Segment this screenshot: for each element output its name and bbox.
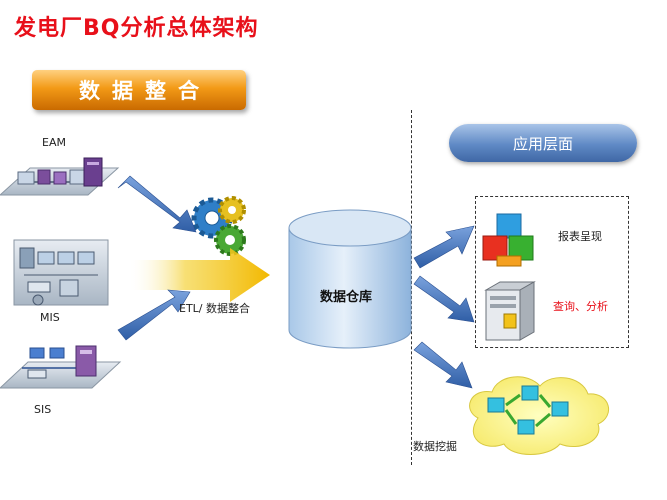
sis-label: SIS	[34, 403, 52, 416]
control-network-icon	[0, 345, 122, 389]
cloud-network-icon	[469, 376, 609, 455]
application-layer-pill: 应用层面	[449, 124, 637, 162]
server-network-icon	[0, 157, 120, 196]
data-mining-label: 数据挖掘	[413, 440, 457, 453]
query-analysis-label: 查询、分析	[553, 300, 608, 313]
office-network-icon	[13, 239, 109, 306]
server-tower-icon	[484, 281, 536, 341]
eam-label: EAM	[42, 136, 66, 149]
arrow-eam-to-etl	[117, 175, 197, 233]
arrow-sis-to-etl	[117, 289, 191, 341]
gears-icon	[191, 196, 246, 256]
arrow-warehouse-to-query	[413, 275, 475, 323]
etl-label: ETL/ 数据整合	[179, 302, 251, 315]
mis-label: MIS	[40, 311, 60, 324]
data-integration-banner: 数据整合	[32, 70, 246, 110]
arrow-mis-to-etl	[128, 248, 270, 302]
arrow-warehouse-to-mining	[413, 341, 473, 389]
report-label: 报表呈现	[558, 230, 602, 243]
page-title: 发电厂BQ分析总体架构	[14, 16, 259, 41]
database-cylinder-icon	[288, 209, 412, 349]
application-dashed-box	[475, 196, 629, 348]
arrow-warehouse-to-report	[413, 225, 475, 269]
data-warehouse-label: 数据仓库	[320, 290, 373, 305]
cubes-icon	[482, 213, 534, 267]
